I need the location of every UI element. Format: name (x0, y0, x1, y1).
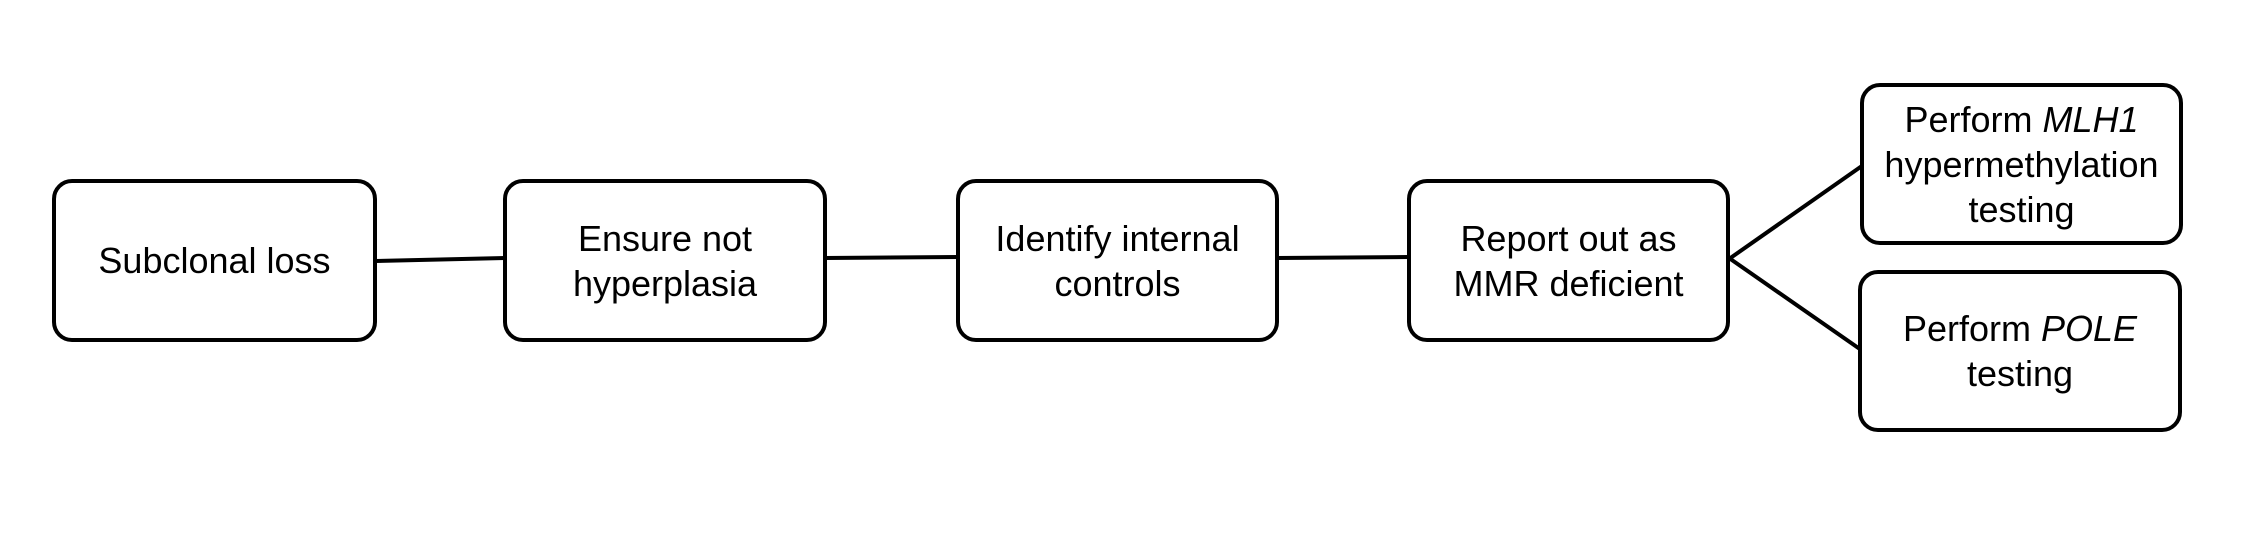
node-text-line: Perform POLE (1902, 308, 2138, 349)
node-text-line: testing (1966, 353, 2074, 394)
node-text-line: MMR deficient (1453, 262, 1684, 304)
node-text-line: Report out as (1460, 217, 1677, 259)
node-text-line: testing (1968, 188, 2075, 230)
connector-report-to-pole (1727, 256, 1869, 356)
connector-ensure-to-identify (823, 255, 960, 260)
node-text-line: hypermethylation (1884, 143, 2159, 185)
node-text-line: Perform MLH1 (1904, 98, 2139, 140)
flow-node-subclonal-loss: Subclonal loss (52, 179, 377, 342)
node-text: Subclonal loss (98, 238, 330, 283)
node-text-line: Subclonal loss (98, 240, 331, 281)
node-text-line: controls (1054, 262, 1181, 304)
node-text-line: Identify internal (995, 217, 1240, 259)
node-text-line: hyperplasia (572, 262, 758, 304)
connector-subclonal-to-ensure (373, 256, 507, 263)
node-text-line: Ensure not (577, 217, 753, 259)
connector-identify-to-report (1275, 255, 1411, 260)
connector-report-to-mlh1 (1727, 159, 1871, 261)
